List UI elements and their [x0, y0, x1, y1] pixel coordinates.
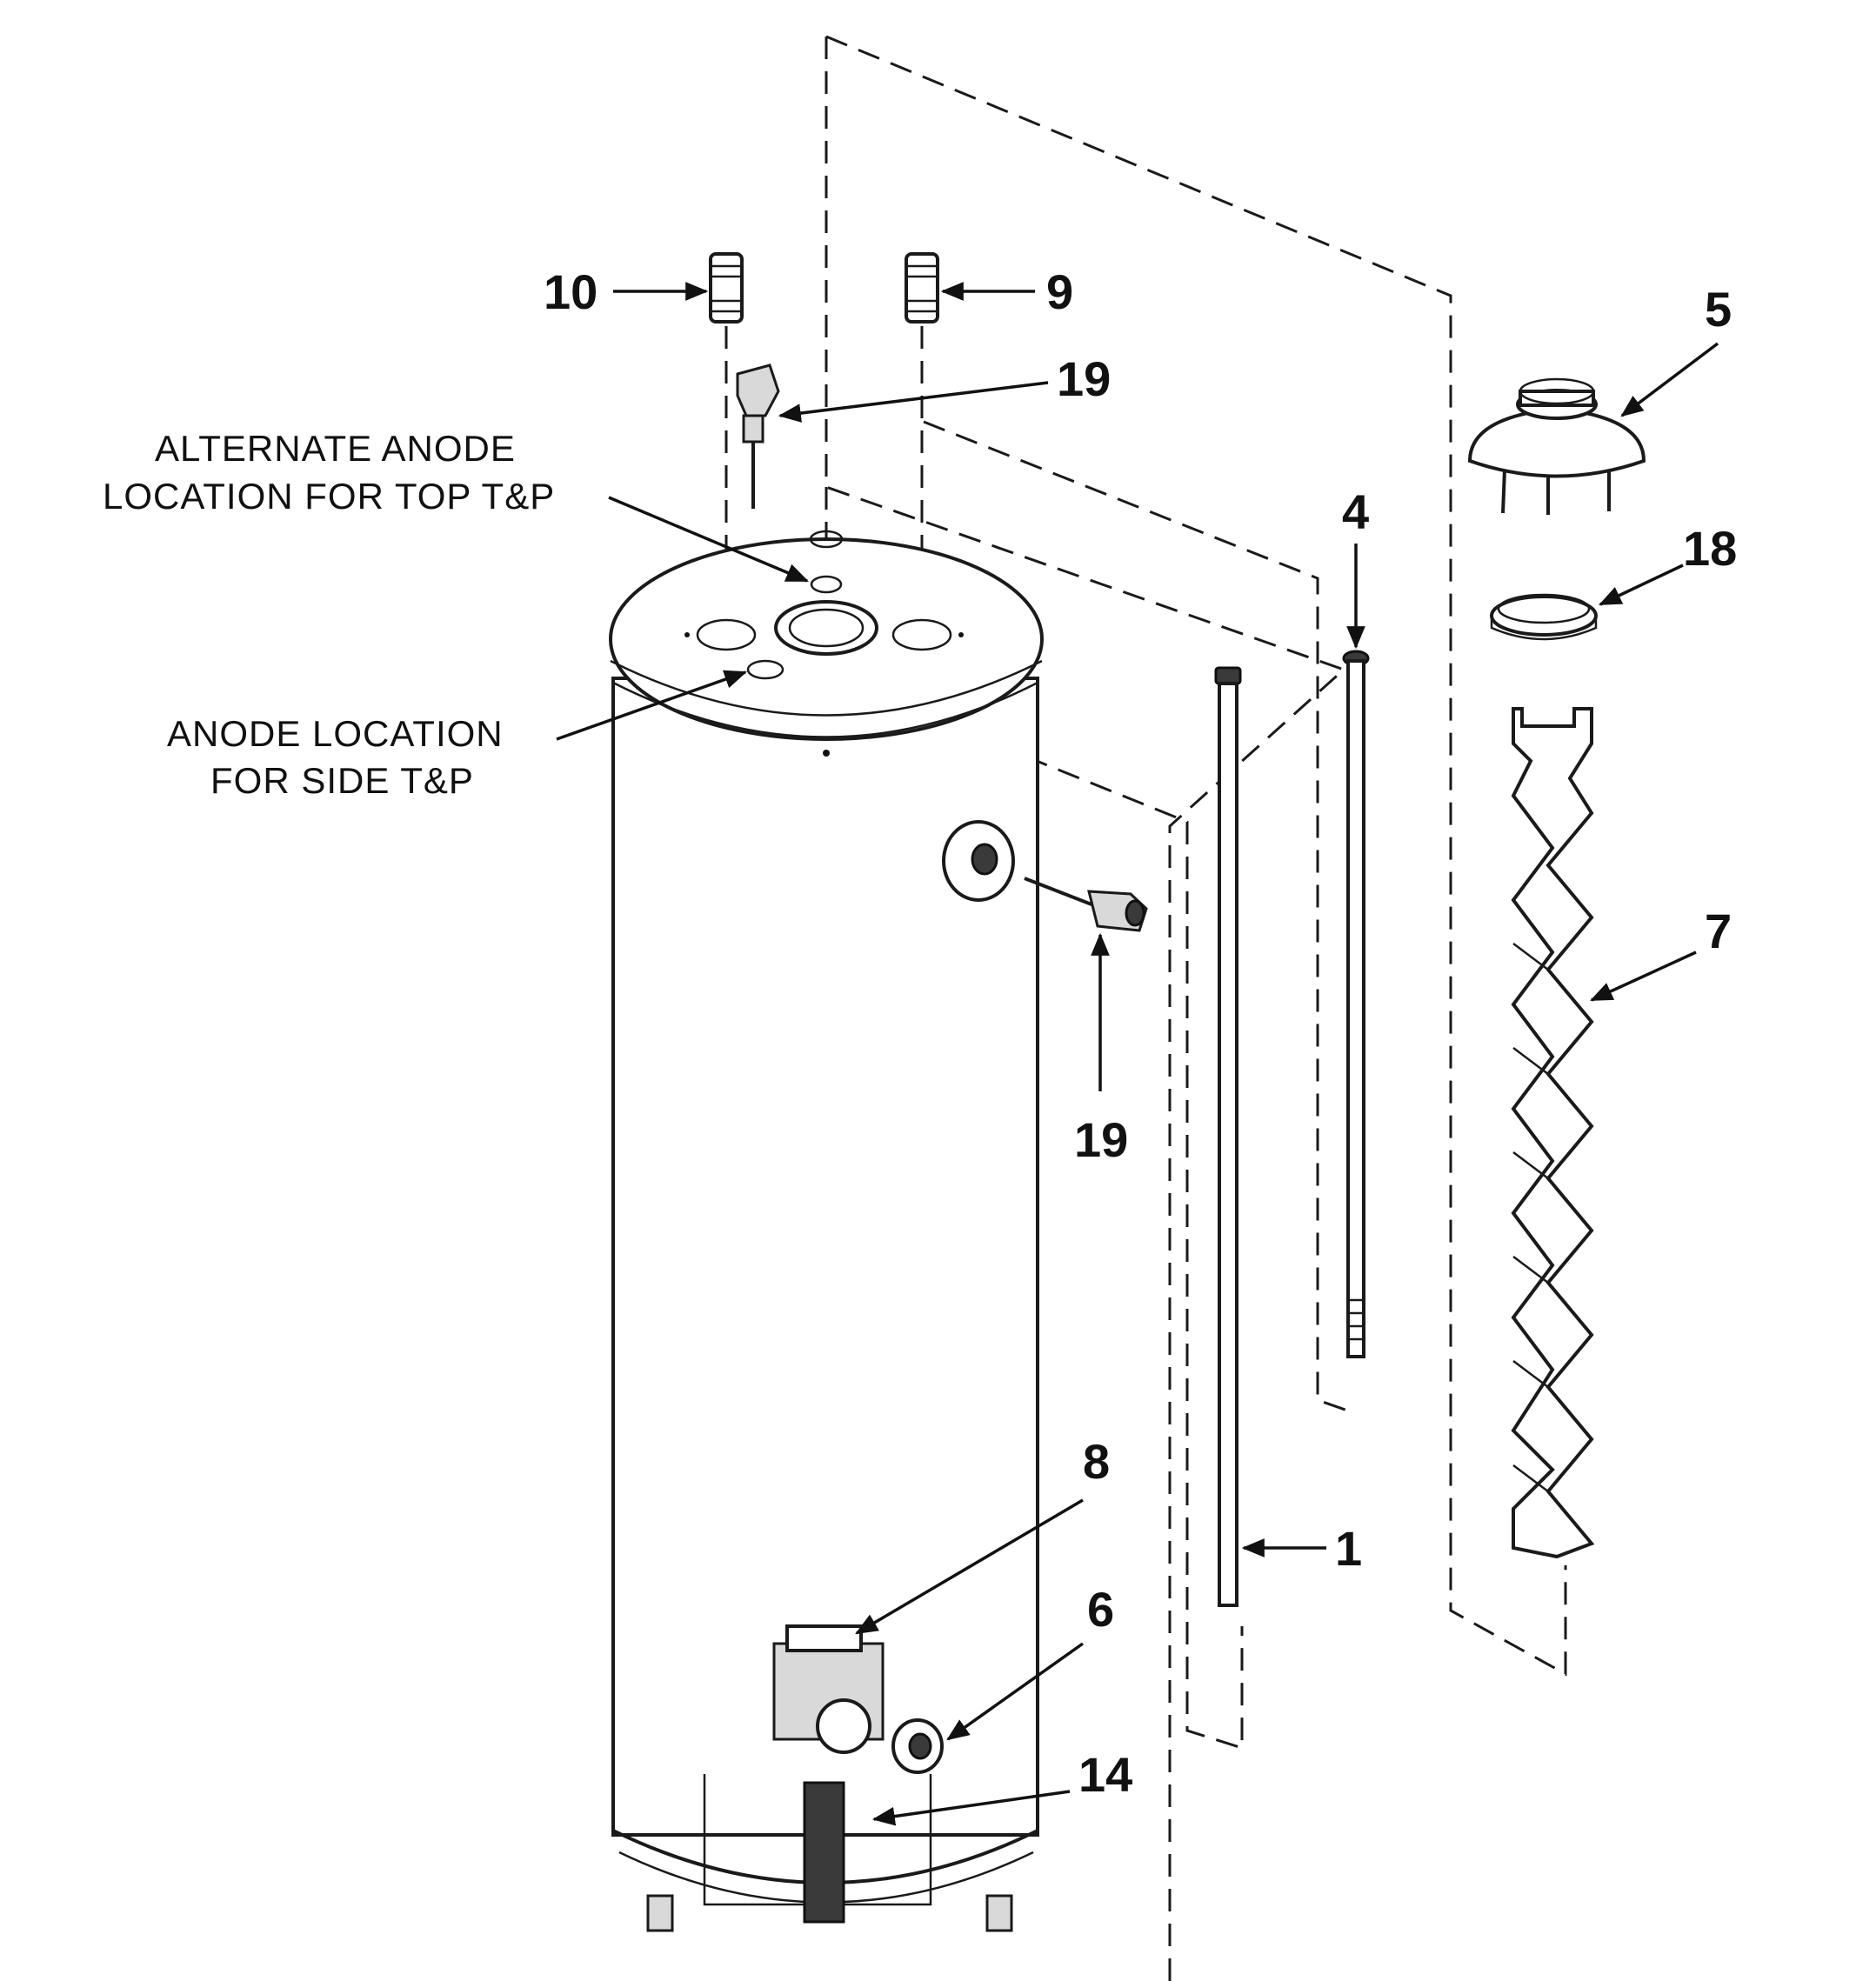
- callout-10: 10: [544, 264, 598, 319]
- opening-top-tp: [809, 530, 844, 549]
- callout-4: 4: [1342, 484, 1369, 539]
- arrow-5: [1620, 342, 1719, 417]
- dashed-frame-rear: [825, 35, 1567, 1677]
- annotation-notes: ALTERNATE ANODE LOCATION FOR TOP T&P ANO…: [103, 428, 555, 801]
- tp-valve-top: [736, 364, 780, 509]
- tp-valves: [736, 364, 1148, 932]
- dashed-frame-rod: [799, 664, 1244, 1751]
- arrow-19-top: [778, 381, 1049, 423]
- gas-control-knob-housing: [785, 1624, 863, 1652]
- opening-alt-anode: [810, 575, 843, 594]
- anode-rod-1: [1214, 666, 1242, 1607]
- draft-hood-5: [1467, 377, 1646, 515]
- tank: [609, 530, 1044, 1932]
- gas-control-dial: [816, 1698, 871, 1754]
- gas-control-assembly: [772, 1624, 944, 1924]
- callout-5: 5: [1705, 282, 1732, 337]
- note-alt-anode-line2: LOCATION FOR TOP T&P: [103, 476, 555, 517]
- note-side-anode-line1: ANODE LOCATION: [167, 713, 504, 754]
- opening-side-anode: [746, 659, 784, 680]
- dashed-frame-anode: [923, 420, 1356, 1415]
- callout-numbers: 10 9 19 5 4 18 7 19 8 1 6 14: [544, 264, 1737, 1802]
- arrow-8: [855, 1498, 1084, 1635]
- opening-cold-inlet: [696, 618, 757, 651]
- burner-tube: [803, 1781, 845, 1924]
- dip-tube-4: [1342, 650, 1370, 1358]
- heat-trap-nipple-9: [905, 252, 939, 323]
- tank-top-rim: [610, 659, 1043, 717]
- tp-valve-side: [1024, 877, 1148, 932]
- note-alt-anode-line1: ALTERNATE ANODE: [155, 428, 516, 469]
- callout-19-side: 19: [1074, 1112, 1128, 1167]
- tank-top-cover: [609, 537, 1044, 741]
- opening-flue-inner: [788, 608, 865, 648]
- opening-hot-outlet: [891, 618, 952, 651]
- arrow-18: [1599, 564, 1684, 606]
- opening-flue: [774, 600, 878, 656]
- callout-7: 7: [1705, 904, 1732, 958]
- tank-top-band: [612, 681, 1038, 738]
- heat-trap-nipple-10: [709, 252, 744, 323]
- callout-19-top: 19: [1057, 351, 1111, 406]
- fittings: [709, 252, 939, 323]
- bottom-leg-right: [985, 1894, 1013, 1932]
- callout-18: 18: [1683, 521, 1737, 576]
- arrow-6: [946, 1642, 1085, 1741]
- dashed-frame-baffle: [825, 37, 1346, 1981]
- callout-1: 1: [1335, 1521, 1362, 1576]
- arrow-side-anode: [556, 670, 748, 741]
- callout-6: 6: [1087, 1582, 1114, 1637]
- callout-8: 8: [1083, 1434, 1110, 1489]
- bottom-leg-left: [646, 1894, 674, 1932]
- side-tp-port: [971, 843, 998, 876]
- flue-collar-18: [1490, 593, 1598, 641]
- arrow-14: [871, 1790, 1071, 1826]
- leader-arrows: [556, 282, 1719, 1826]
- note-side-anode-line2: FOR SIDE T&P: [210, 760, 474, 801]
- arrow-alt-anode: [608, 496, 809, 583]
- drain-valve-port: [908, 1732, 932, 1760]
- flue-baffle-7: [1511, 707, 1595, 1559]
- callout-9: 9: [1046, 264, 1073, 319]
- arrow-7: [1590, 950, 1697, 1002]
- callout-14: 14: [1078, 1747, 1132, 1802]
